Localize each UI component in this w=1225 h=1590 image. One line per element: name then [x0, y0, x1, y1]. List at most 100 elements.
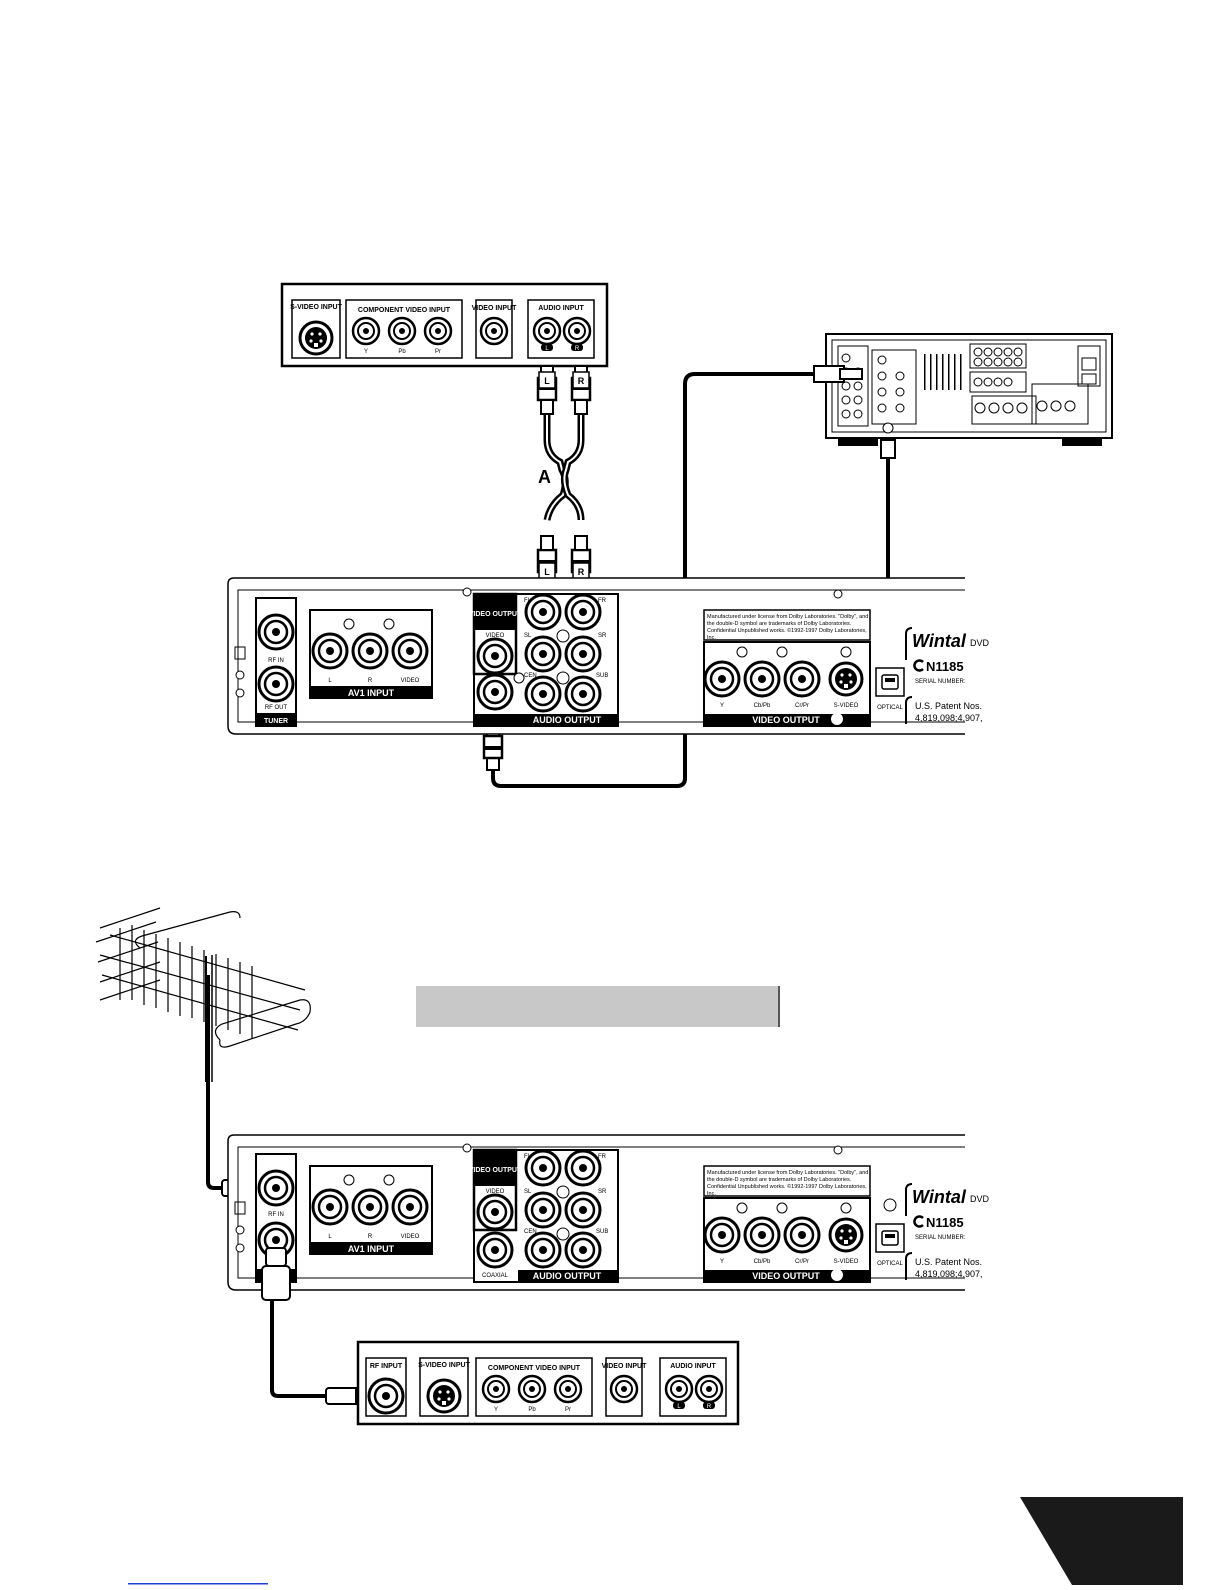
tv2-component-label: COMPONENT VIDEO INPUT — [488, 1365, 581, 1372]
footer-link-line — [128, 1583, 268, 1585]
tv-antenna — [95, 907, 311, 1082]
dvd2-comp-sv: S-VIDEO — [834, 1259, 859, 1265]
dvd1-comp-sv: S-VIDEO — [834, 703, 859, 709]
dvd1-av1-r: R — [368, 678, 373, 684]
dvd2-comp-cr: Cr/Pr — [795, 1259, 809, 1265]
dvd2-brand-suffix: DVD — [970, 1194, 990, 1204]
dvd1-sr: SR — [598, 633, 607, 639]
dvd1-sl: SL — [524, 633, 532, 639]
tv-audio-label: AUDIO INPUT — [538, 305, 584, 312]
dvd2-dolby-3: Confidential Unpublished works. ©1992-19… — [707, 1183, 867, 1190]
av-receiver — [825, 333, 1113, 446]
dvd2-dolby-4: Inc. — [707, 1191, 716, 1197]
dvd1-video-label: VIDEO — [486, 633, 505, 639]
dvd1-patent-2: 4,819,098;4,907, — [915, 713, 983, 723]
cable-bottom-l-label: L — [544, 567, 550, 577]
dvd1-coaxial: COAXIAL — [482, 717, 509, 723]
tv2-audio-r-label: R — [707, 1404, 712, 1410]
dvd2-serial: SERIAL NUMBER: — [915, 1235, 966, 1241]
tv2-pb-label: Pb — [528, 1407, 536, 1413]
dvd1-comp-y: Y — [720, 703, 724, 709]
dvd1-av1-label: AV1 INPUT — [348, 688, 395, 698]
dvd2-dolby-2: the double-D symbol are trademarks of Do… — [707, 1177, 852, 1183]
dvd1-comp-cr: Cr/Pr — [795, 703, 809, 709]
cable-top-r-label: R — [578, 376, 585, 386]
dvd1-fr: FR — [598, 598, 607, 604]
dvd1-dolby-4: Inc. — [707, 635, 716, 641]
dvd1-sub: SUB — [596, 673, 608, 679]
dvd-rear-panel-top: RF IN RF OUT TUNER L R VIDEO AV1 INPUT V… — [227, 577, 990, 735]
dvd2-sub: SUB — [596, 1229, 608, 1235]
dvd2-av1-r: R — [368, 1234, 373, 1240]
tv2-rf-label: RF INPUT — [370, 1363, 403, 1370]
tv-audio-l-label: L — [545, 346, 549, 352]
dvd2-audio-output: AUDIO OUTPUT — [533, 1271, 602, 1281]
dvd2-comp-out: VIDEO OUTPUT — [752, 1271, 820, 1281]
dvd2-comp-y: Y — [720, 1259, 724, 1265]
dvd2-sr: SR — [598, 1189, 607, 1195]
dvd1-dolby-2: the double-D symbol are trademarks of Do… — [707, 621, 852, 627]
dvd1-dolby-3: Confidential Unpublished works. ©1992-19… — [707, 627, 867, 634]
dvd1-av1-video: VIDEO — [401, 678, 420, 684]
dvd2-coaxial: COAXIAL — [482, 1273, 509, 1279]
dvd2-fl: FL — [524, 1154, 532, 1160]
cable-a-label: A — [538, 467, 551, 487]
dvd2-comp-cb: Cb/Pb — [754, 1259, 771, 1265]
tv2-audio-label: AUDIO INPUT — [670, 1363, 716, 1370]
dvd-rear-panel-bottom: RF IN TUNER L R VIDEO AV1 INPUT VIDEO OU… — [227, 1134, 990, 1291]
tv2-svideo-label: S-VIDEO INPUT — [418, 1362, 470, 1369]
tv-y-label: Y — [364, 349, 368, 355]
dvd2-dolby-1: Manufactured under license from Dolby La… — [707, 1170, 868, 1176]
tv-pr-label: Pr — [435, 349, 441, 355]
cable-top-l-label: L — [544, 376, 550, 386]
dvd2-model: N1185 — [926, 1215, 964, 1230]
cable-bottom-r-label: R — [578, 567, 585, 577]
tv-video-label: VIDEO INPUT — [472, 305, 517, 312]
dvd1-brand-suffix: DVD — [970, 638, 990, 648]
dvd2-patent-2: 4,819,098;4,907, — [915, 1269, 983, 1279]
dvd1-brand: Wintal — [912, 631, 967, 651]
dvd2-brand: Wintal — [912, 1187, 967, 1207]
dvd1-optical: OPTICAL — [877, 705, 903, 711]
dvd1-cen: CEN — [524, 673, 537, 679]
tv2-video-label: VIDEO INPUT — [602, 1363, 647, 1370]
dvd1-tuner-label: TUNER — [264, 718, 288, 725]
dvd2-patent-1: U.S. Patent Nos. — [915, 1257, 982, 1267]
dvd2-fr: FR — [598, 1154, 607, 1160]
dvd2-rf-in-label: RF IN — [268, 1212, 284, 1218]
tv-pb-label: Pb — [398, 349, 406, 355]
dvd2-video-output-label: VIDEO OUTPUT — [469, 1167, 522, 1174]
dvd2-video-label: VIDEO — [486, 1189, 505, 1195]
dvd2-optical: OPTICAL — [877, 1261, 903, 1267]
dvd1-serial: SERIAL NUMBER: — [915, 679, 966, 685]
tv2-audio-l-label: L — [677, 1404, 681, 1410]
dvd1-fl: FL — [524, 598, 532, 604]
dvd1-video-output-label: VIDEO OUTPUT — [469, 611, 522, 618]
dvd1-av1-l: L — [328, 678, 332, 684]
dvd2-cen: CEN — [524, 1229, 537, 1235]
dvd1-model: N1185 — [926, 659, 964, 674]
dvd1-comp-cb: Cb/Pb — [754, 703, 771, 709]
tv-audio-r-label: R — [575, 346, 580, 352]
dvd1-rf-out-label: RF OUT — [265, 705, 288, 711]
dvd1-comp-out: VIDEO OUTPUT — [752, 715, 820, 725]
dvd2-av1-l: L — [328, 1234, 332, 1240]
dvd1-audio-output: AUDIO OUTPUT — [533, 715, 602, 725]
tv-component-label: COMPONENT VIDEO INPUT — [358, 307, 451, 314]
coaxial-cable — [482, 365, 863, 788]
tv-input-panel-bottom: RF INPUT S-VIDEO INPUT COMPONENT VIDEO I… — [356, 1340, 740, 1426]
tv2-pr-label: Pr — [565, 1407, 571, 1413]
dvd1-rf-in-label: RF IN — [268, 658, 284, 664]
tv-input-panel-top: S-VIDEO INPUT COMPONENT VIDEO INPUT Y Pb… — [280, 282, 609, 368]
page-corner-triangle — [1020, 1497, 1183, 1585]
dvd1-dolby-1: Manufactured under license from Dolby La… — [707, 614, 868, 620]
dvd2-sl: SL — [524, 1189, 532, 1195]
dvd2-av1-video: VIDEO — [401, 1234, 420, 1240]
tv2-y-label: Y — [494, 1407, 498, 1413]
dvd1-patent-1: U.S. Patent Nos. — [915, 701, 982, 711]
tv-svideo-label: S-VIDEO INPUT — [290, 304, 342, 311]
dvd2-av1-label: AV1 INPUT — [348, 1244, 395, 1254]
caption-bar — [416, 986, 780, 1027]
